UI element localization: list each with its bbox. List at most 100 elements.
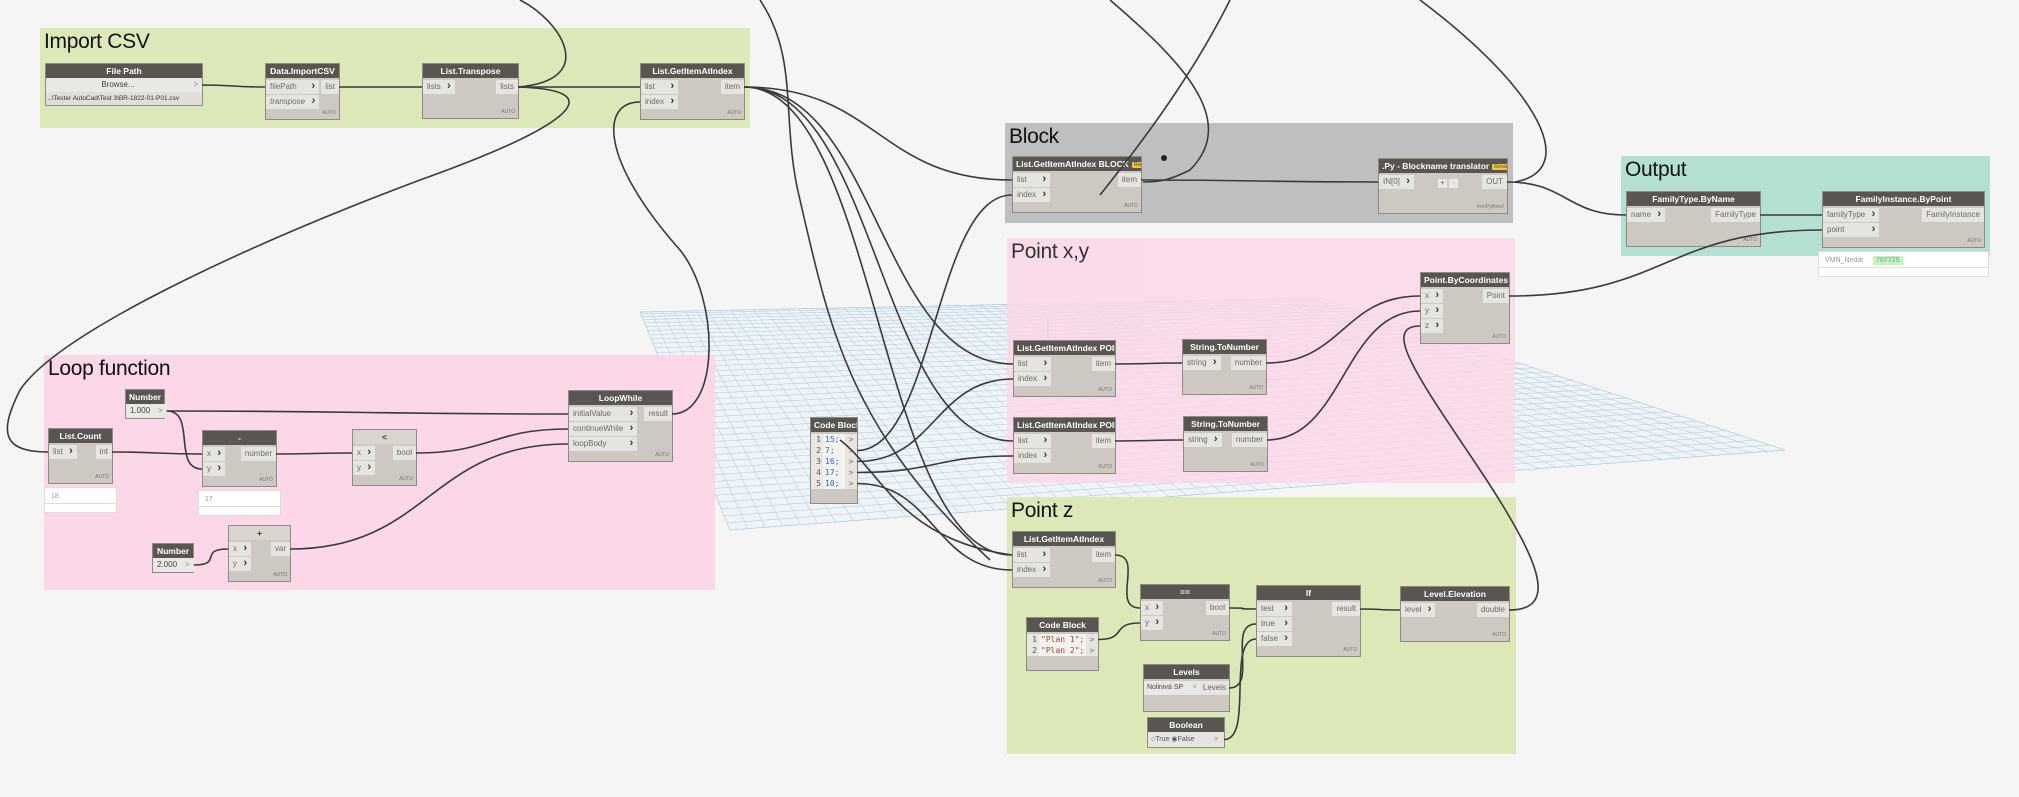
input-port-list[interactable]: list	[1014, 433, 1052, 448]
remove-input-button[interactable]: -	[1449, 179, 1458, 188]
input-port-transpose[interactable]: transpose	[266, 94, 320, 109]
input-port-string[interactable]: string	[1184, 432, 1222, 447]
node-header[interactable]: String.ToNumber	[1184, 417, 1267, 431]
node-header[interactable]: List.Transpose	[423, 64, 518, 78]
node-plus[interactable]: +xyvarAUTO	[228, 525, 291, 582]
output-port-result[interactable]: result	[1332, 602, 1360, 616]
input-port-index[interactable]: index	[1013, 562, 1051, 577]
node-header[interactable]: LoopWhile	[569, 391, 672, 405]
node-familytype[interactable]: FamilyType.ByNamenameFamilyTypeAUTO	[1626, 191, 1761, 247]
node-header[interactable]: <	[353, 430, 416, 444]
node-header[interactable]: List.GetItemAtIndex POINT.XRenamed	[1014, 341, 1115, 355]
node-header[interactable]: ==	[1141, 585, 1229, 599]
code-line[interactable]: 1"Plan 1";>	[1027, 634, 1098, 645]
input-port-index[interactable]: index	[641, 94, 679, 109]
input-port-x[interactable]: x	[1141, 600, 1163, 615]
input-port-y[interactable]: y	[1421, 303, 1443, 318]
node-header[interactable]: List.Count	[49, 429, 112, 443]
output-port-bool[interactable]: bool	[392, 446, 416, 460]
output-port-familytype[interactable]: FamilyType	[1711, 208, 1760, 222]
node-gety[interactable]: List.GetItemAtIndex POINT.YRenamedlistin…	[1013, 417, 1116, 474]
node-python[interactable]: .Py - Blockname translatorRenamedIN[0]+-…	[1378, 158, 1508, 214]
input-port-test[interactable]: test	[1257, 601, 1292, 616]
node-levelelev[interactable]: Level.ElevationleveldoubleAUTO	[1400, 586, 1510, 642]
node-listcount[interactable]: List.CountlistintAUTO	[48, 428, 113, 484]
node-header[interactable]: Code Block	[1027, 618, 1098, 632]
node-header[interactable]: File Path	[46, 64, 202, 78]
input-port-point[interactable]: point	[1823, 222, 1880, 237]
output-port[interactable]: >	[845, 445, 857, 456]
input-port-loopbody[interactable]: loopBody	[569, 436, 638, 451]
node-less[interactable]: <xyboolAUTO	[352, 429, 417, 486]
input-port-continuewhile[interactable]: continueWhile	[569, 421, 638, 436]
add-input-button[interactable]: +	[1438, 179, 1447, 188]
input-port-x[interactable]: x	[203, 446, 225, 461]
node-str2[interactable]: String.ToNumberstringnumberAUTO	[1183, 416, 1268, 472]
input-port-index[interactable]: index	[1014, 371, 1052, 386]
node-header[interactable]: List.GetItemAtIndex	[641, 64, 744, 78]
node-str1[interactable]: String.ToNumberstringnumberAUTO	[1182, 339, 1267, 395]
output-port-double[interactable]: double	[1476, 603, 1509, 617]
number-value[interactable]: 1.000	[126, 404, 155, 418]
node-getz[interactable]: List.GetItemAtIndexlistindexitemAUTO	[1012, 531, 1116, 588]
node-loopwhile[interactable]: LoopWhileinitialValuecontinueWhileloopBo…	[568, 390, 673, 462]
output-port[interactable]: >	[154, 404, 167, 418]
input-port-name[interactable]: name	[1627, 207, 1666, 222]
node-header[interactable]: Boolean	[1148, 718, 1224, 732]
input-port-lists[interactable]: lists	[423, 79, 455, 94]
input-port-y[interactable]: y	[229, 556, 251, 571]
node-header[interactable]: List.GetItemAtIndex BLOCKRenamed	[1013, 157, 1141, 171]
input-port-x[interactable]: x	[229, 541, 251, 556]
output-port-item[interactable]: item	[1091, 548, 1115, 562]
output-port-lists[interactable]: lists	[496, 80, 518, 94]
output-port-result[interactable]: result	[644, 407, 672, 421]
node-header[interactable]: Point.ByCoordinates	[1421, 273, 1509, 287]
output-port-item[interactable]: item	[1117, 173, 1141, 187]
output-port-item[interactable]: item	[1091, 357, 1115, 371]
input-port-index[interactable]: index	[1013, 187, 1051, 202]
node-header[interactable]: +	[229, 526, 290, 540]
input-port-string[interactable]: string	[1183, 355, 1221, 370]
output-port[interactable]: Levels	[1199, 681, 1229, 695]
output-port-list[interactable]: list	[321, 80, 339, 94]
node-boolean[interactable]: Boolean○True ◉False>	[1147, 717, 1225, 748]
output-port-item[interactable]: item	[1091, 434, 1115, 448]
node-eq[interactable]: ==xyboolAUTO	[1140, 584, 1230, 641]
node-header[interactable]: .Py - Blockname translatorRenamed	[1379, 159, 1507, 173]
input-port-y[interactable]: y	[203, 461, 225, 476]
node-header[interactable]: String.ToNumber	[1183, 340, 1266, 354]
input-port-y[interactable]: y	[353, 460, 375, 475]
output-port-number[interactable]: number	[240, 447, 276, 461]
output-port[interactable]: >	[845, 467, 857, 478]
node-transpose[interactable]: List.TransposelistslistsAUTO	[422, 63, 519, 119]
input-port-list[interactable]: list	[49, 444, 77, 459]
output-port-out[interactable]: OUT	[1482, 175, 1507, 189]
node-getblock[interactable]: List.GetItemAtIndex BLOCKRenamedlistinde…	[1012, 156, 1142, 213]
output-port-point[interactable]: Point	[1482, 289, 1509, 303]
input-port-x[interactable]: x	[353, 445, 375, 460]
output-port[interactable]: >	[181, 558, 194, 572]
input-port-list[interactable]: list	[1013, 172, 1051, 187]
input-port-familytype[interactable]: familyType	[1823, 207, 1880, 222]
levels-dropdown[interactable]: Nolinivá SP˅	[1144, 681, 1200, 695]
input-port-false[interactable]: false	[1257, 631, 1292, 646]
browse-button[interactable]: Browse...	[46, 78, 190, 92]
input-port-list[interactable]: list	[1013, 547, 1051, 562]
node-header[interactable]: Level.Elevation	[1401, 587, 1509, 601]
input-port-index[interactable]: index	[1014, 448, 1052, 463]
input-port-initialvalue[interactable]: initialValue	[569, 406, 638, 421]
output-port[interactable]: >	[845, 434, 857, 445]
node-header[interactable]: List.GetItemAtIndex POINT.YRenamed	[1014, 418, 1115, 432]
input-port-level[interactable]: level	[1401, 602, 1436, 617]
input-port-x[interactable]: x	[1421, 288, 1443, 303]
output-port[interactable]: >	[1214, 736, 1219, 743]
output-port[interactable]: >	[845, 456, 857, 467]
output-port-familyinstance[interactable]: FamilyInstance	[1922, 208, 1984, 222]
